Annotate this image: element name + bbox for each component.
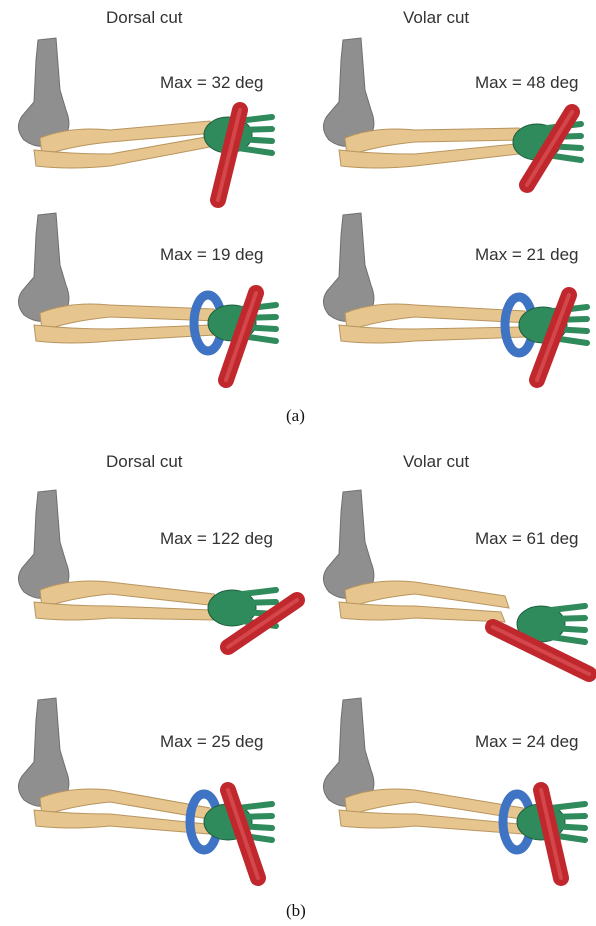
ulna-bone-icon [34, 602, 214, 620]
ulna-bone-icon [339, 602, 505, 622]
panel-a-dorsal-brace [0, 205, 300, 420]
finger-bone-icon [238, 139, 272, 141]
col-header-volar-a: Volar cut [403, 8, 469, 28]
radius-bone-icon [40, 581, 218, 608]
panel-b-dorsal-free [0, 482, 300, 697]
col-header-dorsal-a: Dorsal cut [106, 8, 183, 28]
panel-b-volar-free [305, 482, 596, 697]
finger-bone-icon [551, 606, 585, 610]
humerus-icon [323, 490, 373, 599]
ulna-bone-icon [339, 325, 525, 343]
ulna-bone-icon [34, 325, 214, 343]
finger-bone-icon [238, 148, 272, 153]
finger-bone-icon [551, 628, 585, 630]
finger-bone-icon [242, 602, 276, 603]
col-header-volar-b: Volar cut [403, 452, 469, 472]
finger-bone-icon [238, 804, 272, 808]
panel-b-volar-brace [305, 690, 596, 905]
humerus-icon [323, 698, 373, 807]
humerus-icon [18, 698, 68, 807]
finger-bone-icon [242, 590, 276, 594]
humerus-icon [18, 213, 68, 322]
humerus-icon [18, 38, 68, 147]
finger-bone-icon [551, 816, 585, 817]
panel-b-dorsal-brace [0, 690, 300, 905]
finger-bone-icon [551, 637, 585, 642]
humerus-icon [323, 213, 373, 322]
finger-bone-icon [551, 618, 585, 619]
panel-a-volar-brace [305, 205, 596, 420]
humerus-icon [323, 38, 373, 147]
radius-bone-icon [345, 581, 509, 608]
humerus-icon [18, 490, 68, 599]
finger-bone-icon [551, 804, 585, 808]
col-header-dorsal-b: Dorsal cut [106, 452, 183, 472]
